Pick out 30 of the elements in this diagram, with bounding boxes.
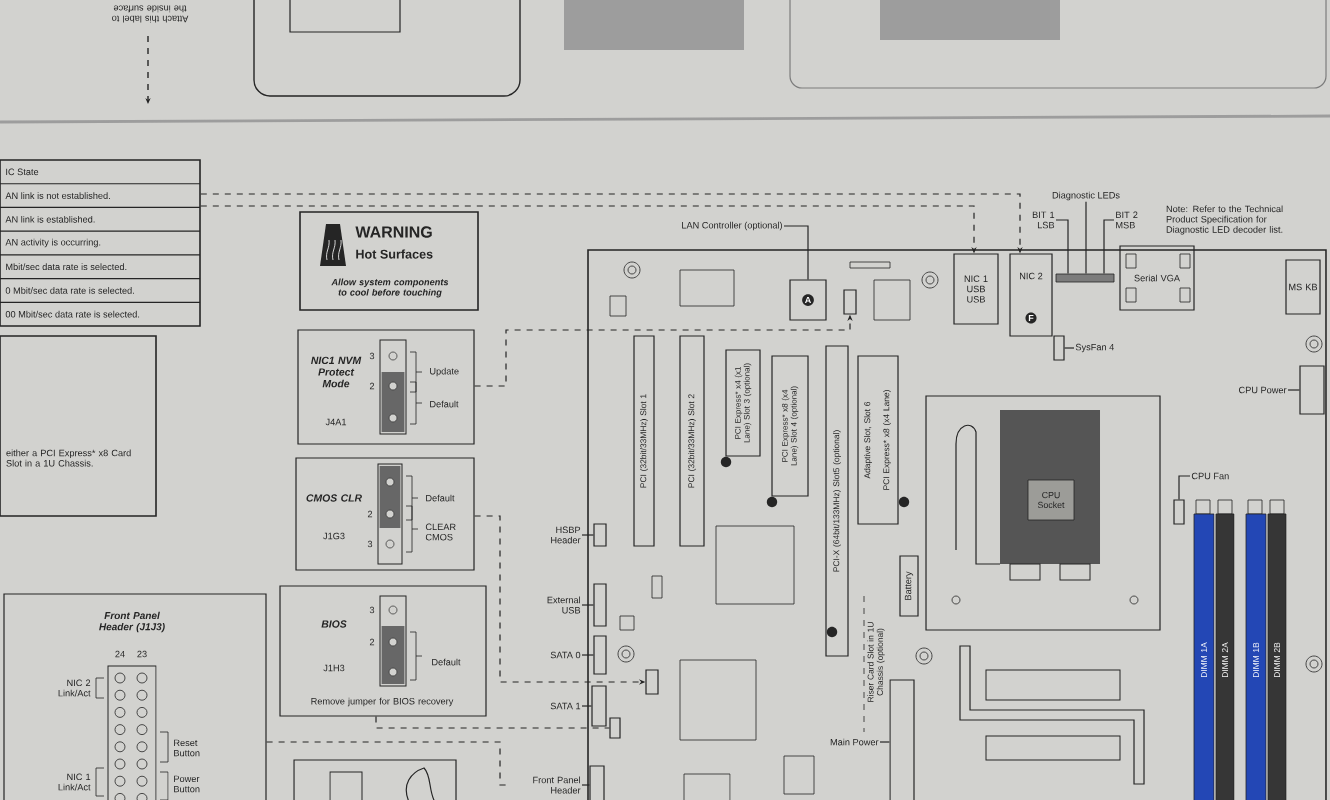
leader-line [879,741,890,743]
sata-connector [593,635,607,675]
dashed-line [375,716,610,729]
leader-line [581,705,592,707]
leader-line [1085,201,1087,275]
jumper [645,669,659,695]
connector-box [293,759,457,800]
dashed-line [266,741,508,786]
leader-line [1055,219,1069,275]
header-connector [589,765,605,800]
leader-line [1103,219,1115,275]
leader-line [581,534,594,536]
leader-line [1178,475,1191,500]
usb-connector [593,583,607,627]
header-connector [593,523,607,547]
power-connector [889,679,915,800]
leader-line [581,604,594,606]
power-connector [1299,365,1325,415]
sata-connector [591,685,607,727]
led-strip [1055,273,1115,283]
leader-line [1064,347,1075,349]
jumper [843,289,857,315]
leader-line [581,654,594,656]
fan-connector [1173,499,1185,525]
leader-line [783,225,809,280]
leader-line [1287,389,1300,391]
leader-line [581,784,590,786]
fan-connector [1053,335,1065,361]
warning-title: WARNING [355,226,432,238]
jumper [609,717,621,739]
